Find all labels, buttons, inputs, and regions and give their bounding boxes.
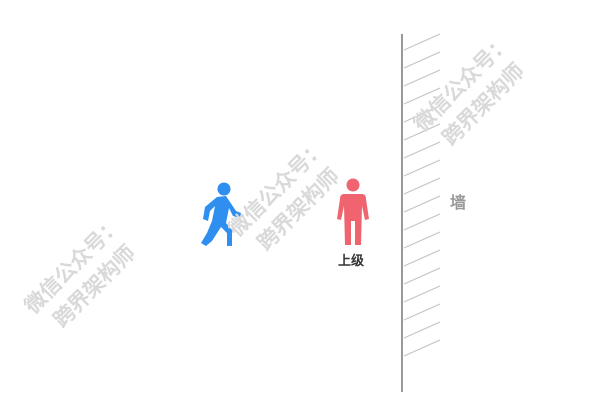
wall-hatch-line bbox=[403, 123, 441, 141]
watermark: 微信公众号： 跨界架构师 bbox=[19, 212, 140, 332]
wall-hatching bbox=[403, 33, 441, 357]
watermark: 微信公众号： 跨界架构师 bbox=[223, 135, 344, 255]
wall-hatch-line bbox=[403, 105, 441, 123]
wall-hatch-line bbox=[403, 339, 441, 357]
wall-hatch-line bbox=[403, 213, 441, 231]
wall-hatch-line bbox=[403, 51, 441, 69]
person-walking-icon bbox=[201, 182, 241, 246]
wall-hatch-line bbox=[403, 231, 441, 249]
wall-hatch-line bbox=[403, 87, 441, 105]
wall-hatch-line bbox=[403, 267, 441, 285]
wall-hatch-line bbox=[403, 33, 441, 51]
wall bbox=[401, 33, 441, 392]
wall-hatch-line bbox=[403, 69, 441, 87]
wall-hatch-line bbox=[403, 177, 441, 195]
wall-hatch-line bbox=[403, 195, 441, 213]
superior-label: 上级 bbox=[338, 253, 365, 269]
wall-hatch-line bbox=[403, 141, 441, 159]
person-standing-icon bbox=[337, 178, 369, 245]
wall-hatch-line bbox=[403, 159, 441, 177]
wall-hatch-line bbox=[403, 249, 441, 267]
wall-hatch-line bbox=[403, 285, 441, 303]
wall-hatch-line bbox=[403, 321, 441, 339]
wall-hatch-line bbox=[403, 303, 441, 321]
wall-label: 墙 bbox=[450, 193, 466, 212]
